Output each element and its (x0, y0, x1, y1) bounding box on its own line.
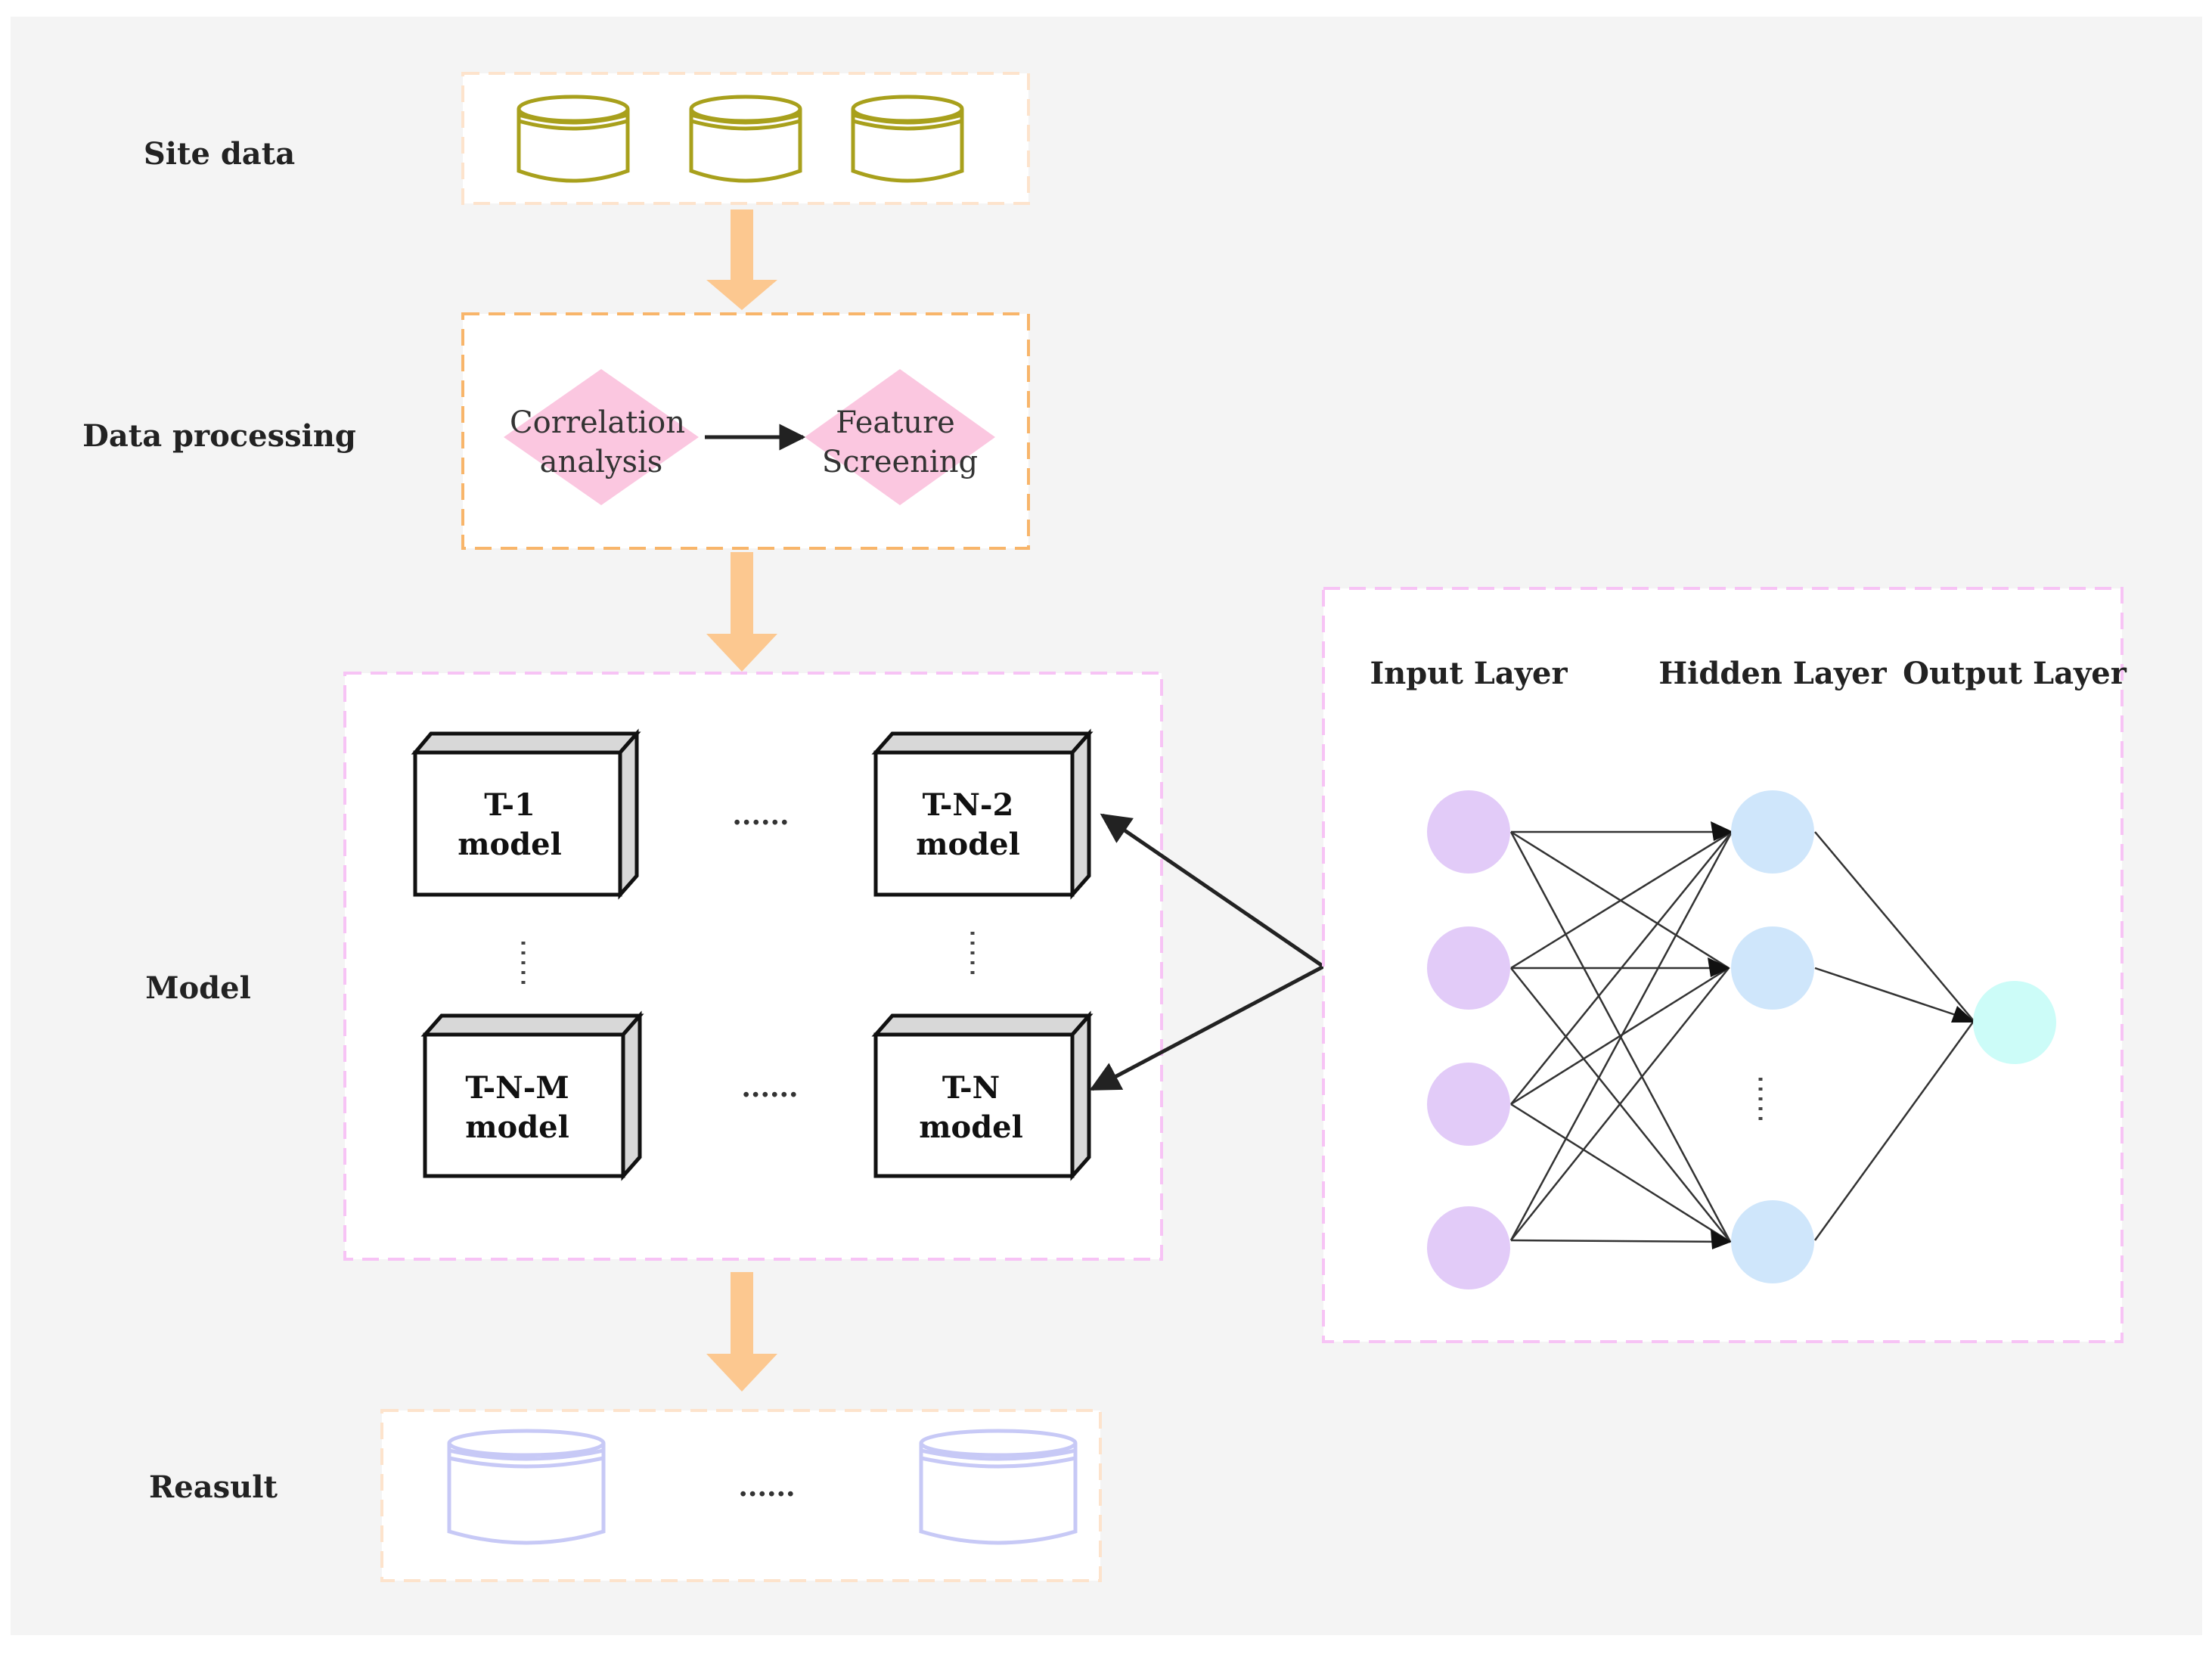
network-connections (1509, 830, 1975, 1243)
flow-arrow (706, 552, 777, 672)
hidden-node (1731, 1200, 1814, 1283)
model-label-t1: T-1 (484, 787, 535, 823)
database-icon (689, 95, 802, 183)
data-processing-group: Correlation analysis Feature Screening (461, 312, 1030, 550)
input-layer-title: Input Layer (1370, 656, 1568, 691)
model-label-tn: T-N (942, 1070, 1000, 1106)
stage-label-data-processing: Data processing (82, 418, 356, 454)
feature-screening-label: Screening (822, 445, 978, 479)
network-group: Input Layer Hidden Layer Output Layer (1322, 587, 2127, 1343)
model-label-tn2: T-N-2 (923, 787, 1014, 823)
model-cube-t1 (411, 728, 641, 900)
flow-arrow (706, 1272, 777, 1392)
input-node (1427, 1063, 1510, 1146)
flow-arrow (706, 209, 777, 310)
input-node (1427, 926, 1510, 1010)
hidden-node (1731, 926, 1814, 1010)
input-node (1427, 790, 1510, 874)
database-icon (851, 95, 964, 183)
output-layer-title: Output Layer (1903, 656, 2127, 691)
database-icon (919, 1429, 1078, 1545)
network-arrowheads (1708, 821, 1975, 1249)
model-label-tn: model (919, 1109, 1023, 1145)
stage-label-site-data: Site data (144, 136, 295, 172)
model-cube-tnm (420, 1010, 644, 1181)
connector-arrow (1100, 813, 1325, 969)
feature-screening-diamond (805, 369, 995, 505)
site-data-box (461, 72, 1030, 205)
database-icon (517, 95, 630, 183)
feature-screening-label: Feature (836, 405, 955, 440)
correlation-analysis-label: analysis (540, 445, 663, 479)
input-node (1427, 1206, 1510, 1289)
site-data-group (461, 72, 1030, 205)
model-group: T-1 model T-N-2 model T-N-M model T-N mo… (343, 672, 1163, 1261)
model-label-tnm: T-N-M (465, 1070, 569, 1106)
model-cube-tn (871, 1010, 1094, 1181)
output-node (1973, 981, 2056, 1064)
correlation-analysis-label: Correlation (510, 405, 685, 440)
stage-label-model: Model (145, 970, 251, 1006)
model-label-tn2: model (916, 827, 1020, 862)
model-label-t1: model (458, 827, 562, 862)
model-ellipsis: ...... (741, 1072, 798, 1103)
model-ellipsis: ...... (732, 799, 789, 831)
result-group: ...... (380, 1409, 1102, 1582)
stage-label-result: Reasult (149, 1469, 278, 1505)
hidden-node (1731, 790, 1814, 874)
correlation-analysis-diamond (504, 369, 699, 505)
connector-arrow (1089, 964, 1325, 1091)
hidden-layer-title: Hidden Layer (1658, 656, 1887, 691)
result-box (380, 1409, 1102, 1582)
result-ellipsis: ...... (738, 1471, 795, 1503)
database-icon (447, 1429, 606, 1545)
model-cube-tn2 (871, 728, 1094, 900)
model-label-tnm: model (465, 1109, 569, 1145)
